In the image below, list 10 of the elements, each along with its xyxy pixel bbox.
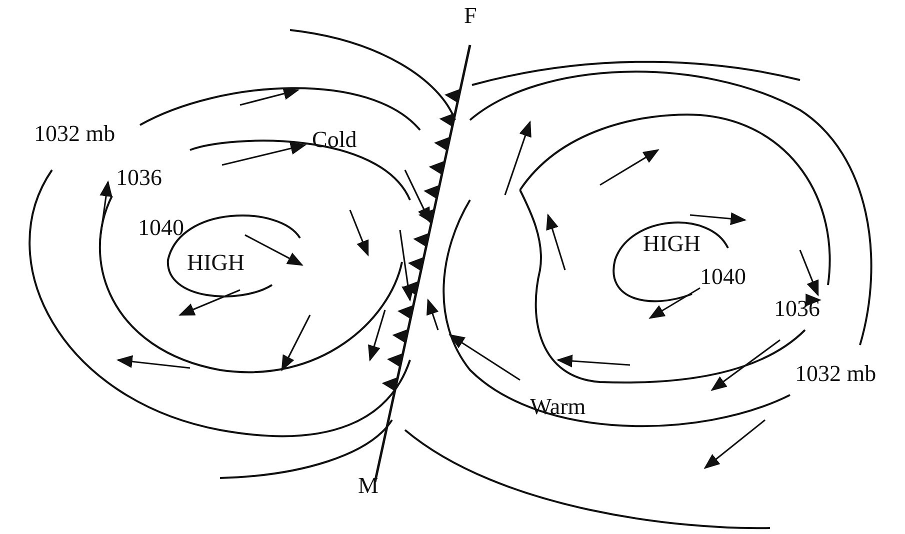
map-label: F xyxy=(464,4,477,27)
map-label: 1032 mb xyxy=(34,122,116,145)
map-label: 1040 xyxy=(700,265,746,288)
map-label: HIGH xyxy=(187,251,244,274)
map-label: Cold xyxy=(312,128,357,151)
map-label: 1040 xyxy=(138,216,184,239)
map-label: Warm xyxy=(530,395,586,418)
map-label: 1036 xyxy=(116,166,162,189)
map-label: 1032 mb xyxy=(795,362,876,385)
map-label: HIGH xyxy=(643,232,700,255)
